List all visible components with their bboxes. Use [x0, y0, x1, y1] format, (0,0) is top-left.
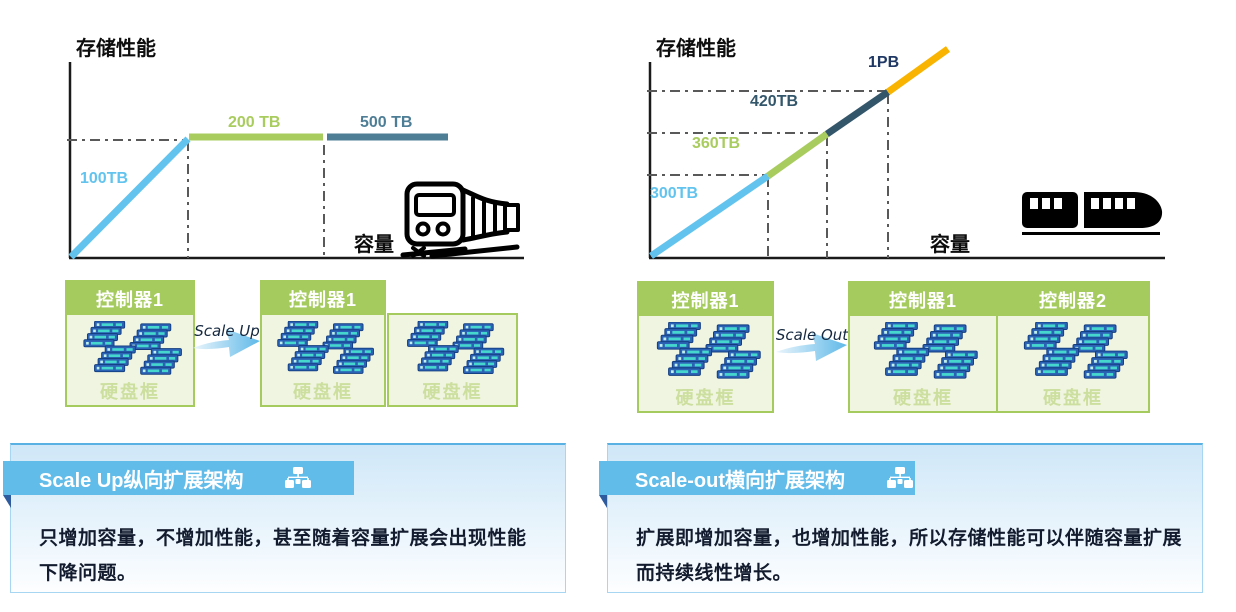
- controller-header: 控制器1: [67, 282, 193, 315]
- segment-label: 420TB: [750, 93, 798, 110]
- controller-box: 控制器1 硬盘框: [637, 281, 774, 413]
- sitemap-icon: [887, 467, 913, 489]
- disk-shelf-box: 硬盘框: [387, 313, 518, 407]
- scale-out-arrow: Scale Out: [774, 316, 850, 366]
- controller-body: 硬盘框: [850, 316, 996, 411]
- segment-420tb: [825, 89, 890, 137]
- segment-1pb: [885, 46, 951, 95]
- disk-cluster-icon: [865, 322, 981, 382]
- scale-up-arrow-label: Scale Up: [194, 322, 260, 340]
- segment-label: 1PB: [868, 54, 899, 71]
- x-axis-title: 容量: [354, 232, 394, 256]
- steam-train-icon: [400, 181, 520, 259]
- x-axis-title: 容量: [930, 232, 970, 256]
- scale-up-description-card: Scale Up纵向扩展架构 只增加容量，不增加性能，甚至随着容量扩展会出现性能…: [3, 443, 566, 593]
- card-title-banner: Scale Up纵向扩展架构: [3, 461, 354, 495]
- controller-header: 控制器1: [262, 282, 384, 315]
- disk-shelf-label: 硬盘框: [675, 388, 736, 408]
- segment-label: 100TB: [80, 170, 128, 187]
- banner-fold: [599, 495, 607, 508]
- banner-fold: [3, 495, 11, 508]
- segment-360tb: [765, 131, 830, 179]
- card-body-text: 扩展即增加容量，也增加性能，所以存储性能可以伴随容量扩展而持续线性增长。: [636, 528, 1183, 585]
- disk-cluster-icon: [75, 321, 185, 378]
- controller-body: 硬盘框: [67, 315, 193, 405]
- card-body-text: 只增加容量，不增加性能，甚至随着容量扩展会出现性能下降问题。: [39, 528, 527, 585]
- disk-cluster-icon: [648, 322, 764, 382]
- disk-cluster-icon: [269, 321, 377, 377]
- controller-box: 控制器1 硬盘框: [260, 280, 386, 407]
- bullet-train-icon: [1022, 192, 1163, 235]
- card-title: Scale-out横向扩展架构: [635, 469, 846, 492]
- controller-header: 控制器1: [639, 283, 772, 316]
- disk-shelf-label: 硬盘框: [100, 382, 160, 402]
- controller-box: 控制器1 硬盘框: [65, 280, 195, 407]
- segment-300tb: [649, 173, 770, 259]
- controller-body: 硬盘框: [998, 316, 1148, 411]
- segment-label: 500 TB: [360, 114, 412, 131]
- scale-out-arrow-label: Scale Out: [775, 326, 849, 344]
- disk-cluster-icon: [398, 321, 508, 377]
- controller-header: 控制器2: [998, 283, 1148, 316]
- controller-box: 控制器1 硬盘框: [848, 281, 998, 413]
- controller-body: 硬盘框: [389, 315, 516, 405]
- y-axis-title: 存储性能: [76, 36, 156, 60]
- card-title-banner: Scale-out横向扩展架构: [599, 461, 915, 495]
- controller-body: 硬盘框: [262, 315, 384, 405]
- controller-box: 控制器2 硬盘框: [996, 281, 1150, 413]
- scale-out-performance-chart: 存储性能 300TB 360TB 420TB 1PB 容量: [647, 36, 1165, 260]
- controller-header: 控制器1: [850, 283, 996, 316]
- segment-label: 300TB: [650, 185, 698, 202]
- segment-label: 200 TB: [228, 114, 280, 131]
- scale-out-description-card: Scale-out横向扩展架构 扩展即增加容量，也增加性能，所以存储性能可以伴随…: [599, 443, 1203, 593]
- disk-shelf-label: 硬盘框: [293, 382, 353, 402]
- card-title: Scale Up纵向扩展架构: [39, 469, 244, 492]
- scale-up-performance-chart: 存储性能 100TB 200 TB 500 TB 容量: [67, 36, 524, 260]
- disk-cluster-icon: [1015, 322, 1131, 382]
- disk-shelf-label: 硬盘框: [1043, 388, 1103, 408]
- controller-body: 硬盘框: [639, 316, 772, 411]
- sitemap-icon: [285, 467, 311, 489]
- scale-up-arrow: Scale Up: [191, 312, 263, 362]
- y-axis-title: 存储性能: [656, 36, 736, 60]
- segment-100tb: [68, 136, 191, 260]
- disk-shelf-label: 硬盘框: [422, 382, 483, 402]
- disk-shelf-label: 硬盘框: [893, 388, 953, 408]
- segment-label: 360TB: [692, 135, 740, 152]
